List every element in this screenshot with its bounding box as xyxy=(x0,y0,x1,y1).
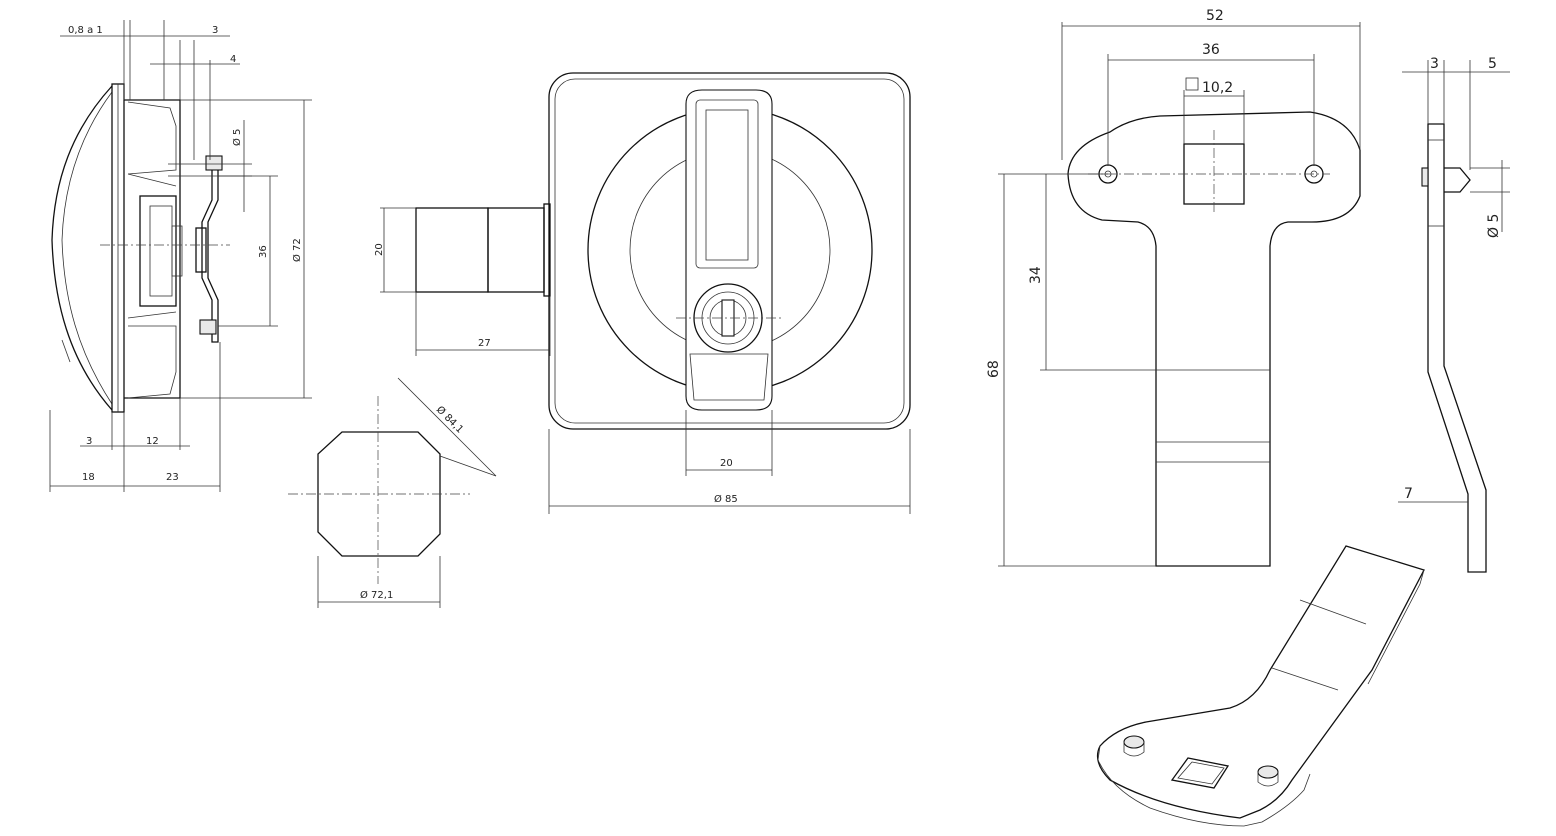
dim-52-label: 52 xyxy=(1206,8,1224,24)
dim-68-label: 68 xyxy=(986,360,1002,378)
side-section-view: 0,8 a 1 3 4 Ø 5 36 Ø 72 3 12 18 23 xyxy=(49,20,312,492)
dim-36-label: 36 xyxy=(1202,42,1220,58)
cam-plate-plan-view: 52 36 10,2 34 68 xyxy=(986,8,1361,567)
dim-pin-label: Ø 5 xyxy=(231,129,243,146)
dim-side-5-label: 5 xyxy=(1488,56,1497,72)
dim-85-label: Ø 85 xyxy=(714,493,738,505)
dim-top-3-label: 3 xyxy=(212,25,218,36)
cam-plate-isometric-view xyxy=(1096,545,1425,827)
dim-shaft-27-label: 27 xyxy=(478,338,491,349)
dim-shaft-20-label: 20 xyxy=(374,243,385,256)
dim-side-pin-label: Ø 5 xyxy=(1486,214,1502,238)
dim-34-label: 34 xyxy=(1028,266,1044,284)
cam-plate-side-view: 3 5 Ø 5 7 xyxy=(1398,56,1510,573)
dim-721-label: Ø 72,1 xyxy=(360,589,393,601)
panel-cutout-view: Ø 84,1 Ø 72,1 xyxy=(288,377,497,608)
dim-square-label: 10,2 xyxy=(1202,80,1233,96)
dim-side-7-label: 7 xyxy=(1404,486,1413,502)
dim-bottom-18-label: 18 xyxy=(82,472,95,483)
dim-side-3-label: 3 xyxy=(1430,56,1439,72)
dim-top-4-label: 4 xyxy=(230,54,236,65)
dim-handle-20-label: 20 xyxy=(720,458,733,469)
dim-bottom-23-label: 23 xyxy=(166,472,179,483)
dim-36-label: 36 xyxy=(258,245,269,258)
dim-gasket-label: 0,8 a 1 xyxy=(68,25,103,36)
dim-841-label: Ø 84,1 xyxy=(434,404,466,436)
dim-bottom-3-label: 3 xyxy=(86,436,92,447)
dim-72-label: Ø 72 xyxy=(291,238,303,262)
dim-bottom-12-label: 12 xyxy=(146,436,159,447)
front-view: 20 27 20 Ø 85 xyxy=(374,72,911,514)
